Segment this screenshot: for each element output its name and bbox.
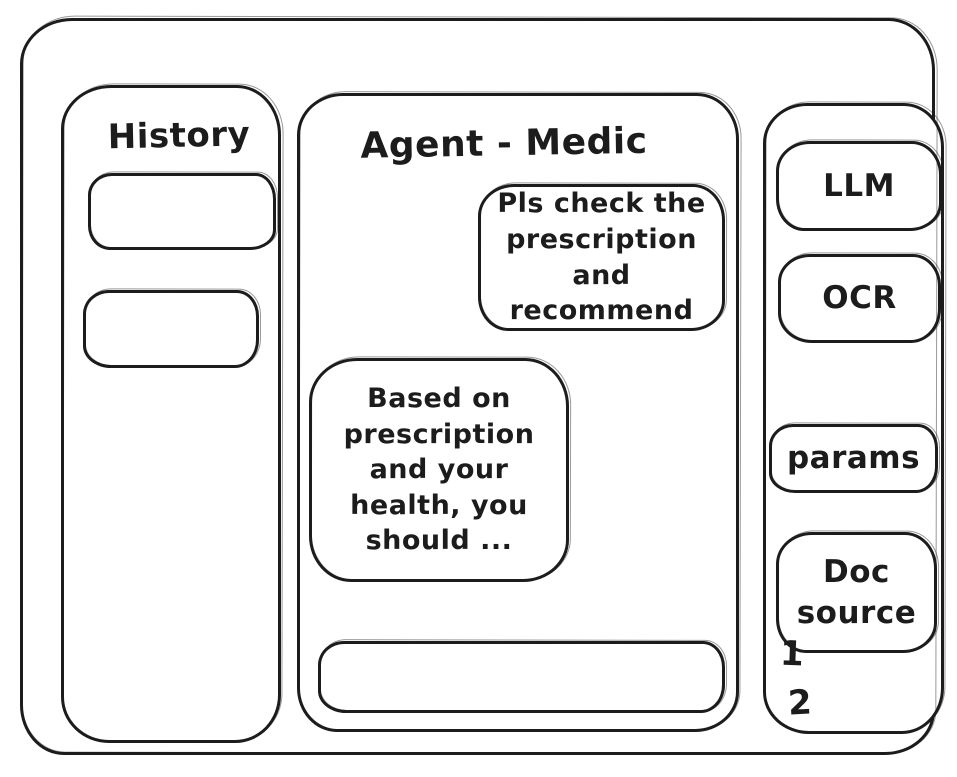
history-title: History <box>107 114 251 158</box>
chat-input[interactable] <box>318 641 725 713</box>
user-message-text: Pls check the prescription and recommend <box>497 188 706 327</box>
ocr-button[interactable]: OCR <box>778 254 941 343</box>
chat-input-field[interactable] <box>321 644 722 710</box>
chat-title: Agent - Medic <box>360 120 648 167</box>
ocr-button-label: OCR <box>822 280 897 317</box>
history-panel: History <box>61 85 281 743</box>
tools-panel: LLM OCR params Doc source 1 2 <box>763 103 944 734</box>
app-window-frame: History Agent - Medic Pls check the pres… <box>20 18 944 755</box>
doc-source-item-2[interactable]: 2 <box>786 682 813 724</box>
llm-button-label: LLM <box>823 167 895 204</box>
params-button-label: params <box>786 440 921 477</box>
doc-source-item-1[interactable]: 1 <box>779 633 805 675</box>
history-item[interactable] <box>88 173 276 250</box>
chat-panel: Agent - Medic Pls check the prescription… <box>297 93 739 732</box>
doc-source-button[interactable]: Doc source <box>776 532 937 653</box>
llm-button[interactable]: LLM <box>776 141 942 231</box>
params-button[interactable]: params <box>769 424 938 493</box>
assistant-message-bubble: Based on prescription and your health, y… <box>309 358 569 582</box>
doc-source-button-label: Doc source <box>796 553 917 631</box>
user-message-bubble: Pls check the prescription and recommend <box>478 184 725 331</box>
history-item[interactable] <box>83 290 259 368</box>
assistant-message-text: Based on prescription and your health, y… <box>343 382 535 557</box>
